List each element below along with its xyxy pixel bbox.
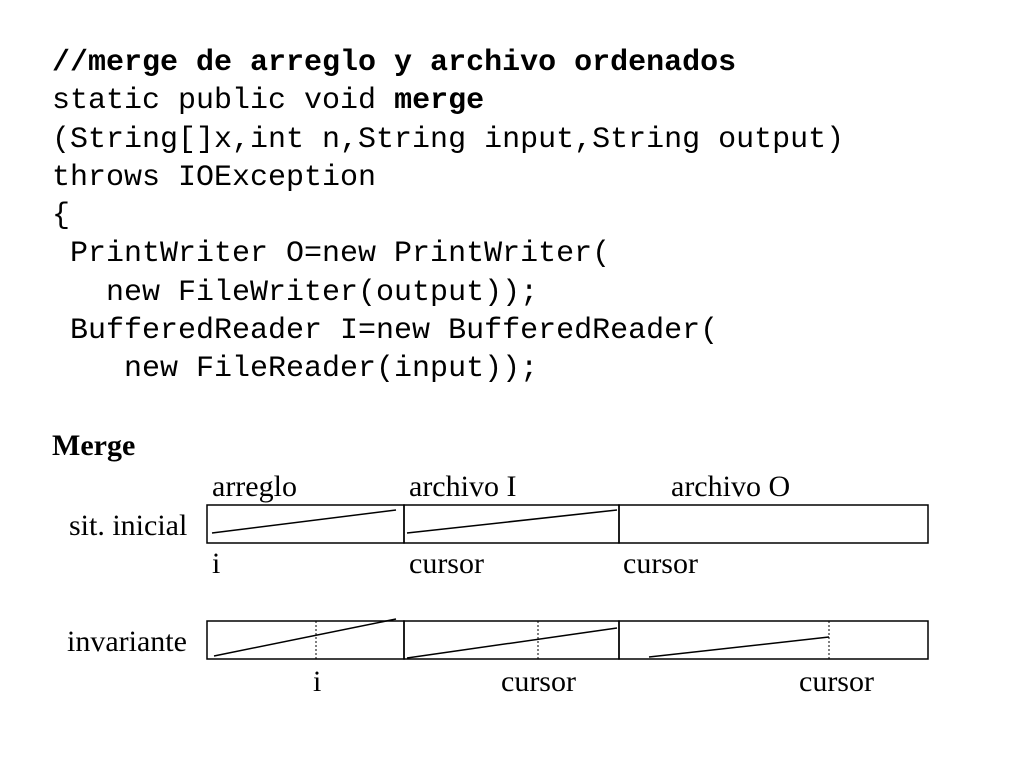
initial-output-file-box [618, 504, 929, 544]
invariant-cursor-output: cursor [799, 665, 874, 698]
invariant-array-diagonal [213, 618, 397, 657]
invariant-output-file-box [618, 620, 929, 660]
code-listing: //merge de arreglo y archivo ordenados st… [52, 44, 844, 389]
column-label-archivo-i: archivo I [409, 470, 517, 503]
invariant-array-box [206, 620, 405, 660]
invariant-output-diagonal [648, 636, 830, 658]
initial-input-file-box [403, 504, 620, 544]
initial-input-diagonal [406, 509, 618, 534]
initial-cursor-output: cursor [623, 547, 698, 580]
initial-array-diagonal [211, 509, 397, 534]
initial-state-label: sit. inicial [69, 509, 188, 542]
column-label-archivo-o: archivo O [671, 470, 791, 503]
invariant-cursor-input: cursor [501, 665, 576, 698]
code-method-name: merge [394, 84, 485, 119]
code-comment: //merge de arreglo y archivo ordenados [52, 46, 737, 80]
code-printwriter-line1: PrintWriter O=new PrintWriter( [52, 237, 611, 272]
initial-marker-i: i [212, 547, 221, 580]
merge-heading: Merge [52, 429, 136, 462]
code-bufferedreader-line2: new FileReader(input)); [52, 352, 539, 387]
code-throws: throws IOException [52, 160, 377, 195]
code-printwriter-line2: new FileWriter(output)); [52, 275, 539, 310]
invariant-label: invariante [67, 625, 187, 658]
initial-array-box [206, 504, 405, 544]
initial-cursor-input: cursor [409, 547, 484, 580]
code-params: (String[]x,int n,String input,String out… [52, 122, 845, 157]
code-bufferedreader-line1: BufferedReader I=new BufferedReader( [52, 314, 719, 349]
code-open-brace: { [52, 199, 71, 234]
column-label-arreglo: arreglo [212, 470, 297, 503]
invariant-input-diagonal [406, 627, 618, 659]
code-signature-prefix: static public void [52, 84, 395, 119]
invariant-marker-i: i [313, 665, 322, 698]
